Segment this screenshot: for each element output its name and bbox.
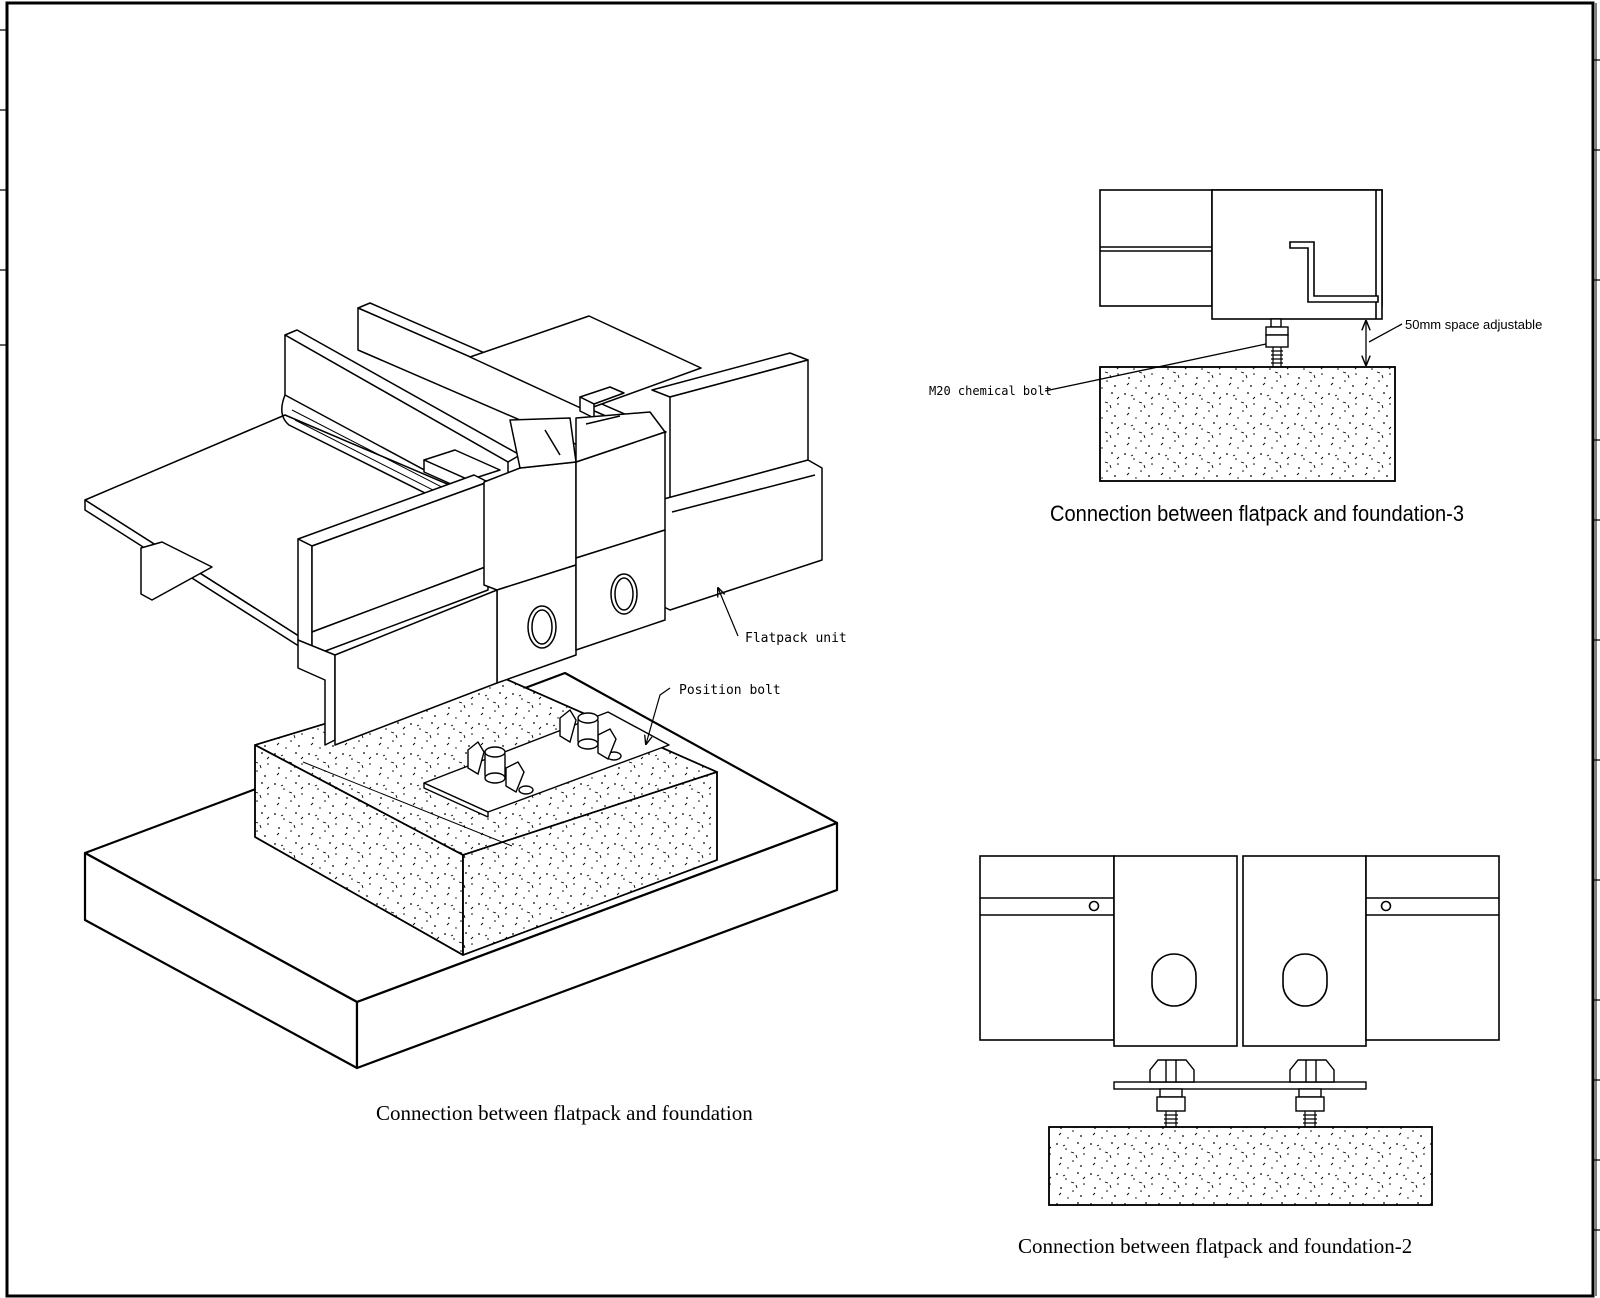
caption-front-view: Connection between flatpack and foundati… bbox=[1018, 1234, 1412, 1258]
position-bolt-left bbox=[467, 740, 525, 794]
flatpack-unit bbox=[84, 302, 823, 746]
flatpack-front-right bbox=[1242, 855, 1500, 1047]
side-view: 50mm space adjustable M20 chemical bolt … bbox=[929, 189, 1542, 526]
isometric-view: Flatpack unit Position bolt Connection b… bbox=[83, 302, 847, 1125]
concrete-pad-front bbox=[1048, 1126, 1433, 1206]
concrete-pad-side bbox=[1099, 366, 1396, 482]
label-position-bolt: Position bolt bbox=[679, 683, 781, 698]
position-bolt-right bbox=[559, 708, 617, 761]
label-flatpack-unit: Flatpack unit bbox=[745, 631, 847, 646]
label-50mm-space: 50mm space adjustable bbox=[1405, 317, 1542, 332]
chemical-bolt bbox=[1265, 318, 1289, 367]
flatpack-end-section bbox=[1099, 189, 1383, 320]
front-view: Connection between flatpack and foundati… bbox=[979, 855, 1500, 1258]
label-m20-bolt: M20 chemical bolt bbox=[929, 384, 1052, 398]
flatpack-front-left bbox=[979, 855, 1238, 1047]
front-plate-and-bolts bbox=[1113, 1059, 1367, 1127]
caption-iso-view: Connection between flatpack and foundati… bbox=[376, 1101, 753, 1125]
caption-side-view: Connection between flatpack and foundati… bbox=[1050, 501, 1464, 526]
iso-leaders bbox=[646, 588, 739, 744]
side-dimension bbox=[1044, 321, 1403, 392]
